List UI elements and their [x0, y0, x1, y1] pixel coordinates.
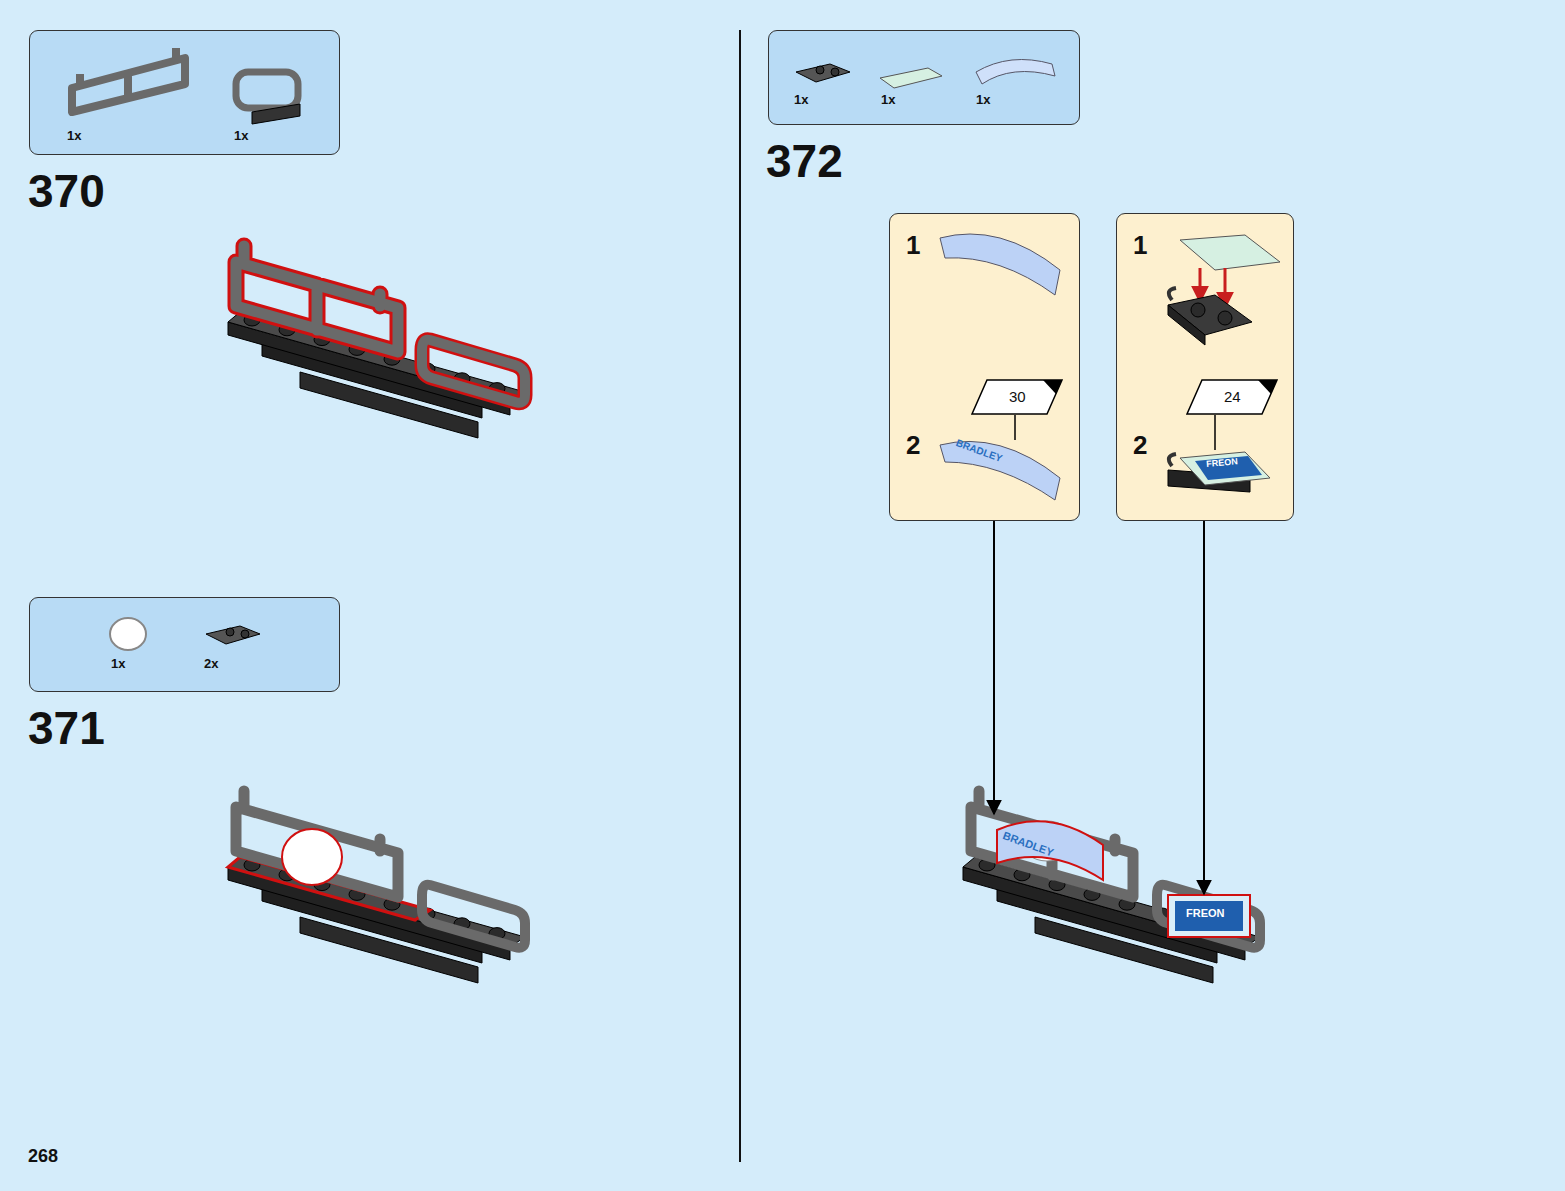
sticker-outline: [1187, 380, 1277, 414]
sub-step-b-art: [1191, 303, 1205, 317]
model-372: [963, 791, 1260, 983]
sub-step-b-art: [1203, 521, 1205, 894]
parts-icon-371: [110, 618, 146, 650]
parts-icon-371: [241, 630, 249, 638]
part-count: 1x: [881, 93, 895, 106]
parts-icon-370: [72, 48, 300, 124]
sub-step-number: 2: [906, 432, 920, 458]
model-370: [422, 340, 525, 403]
step-number: 371: [28, 705, 105, 751]
sub-step-b-art: [1180, 452, 1270, 485]
sub-step-number: 1: [1133, 232, 1147, 258]
part-count: 1x: [976, 93, 990, 106]
model-371: [228, 791, 525, 983]
sub-step-b-art: [1169, 454, 1176, 466]
parts-icon-372: [796, 64, 850, 82]
sub-step-a-art: [940, 441, 1060, 500]
sticker-number: 24: [1224, 389, 1241, 404]
model-370: [228, 312, 525, 438]
model-372: [971, 791, 1133, 897]
sub-step-b-art: [1199, 268, 1202, 302]
part-count: 1x: [67, 129, 81, 142]
model-372: [1175, 901, 1243, 931]
step-number: 372: [766, 138, 843, 184]
model-372: [963, 857, 1260, 983]
sub-step-a-art: [1014, 415, 1016, 440]
parts-icon-371: [110, 618, 260, 650]
sub-step-b-art: [1214, 415, 1216, 450]
sticker-outline: [972, 380, 1062, 414]
model-372: [1157, 885, 1260, 948]
model-371: [422, 885, 525, 948]
sticker-corner: [1258, 380, 1277, 394]
parts-icon-372: [976, 60, 1055, 85]
sub-step-number: 1: [906, 232, 920, 258]
sub-step-a-art: [940, 234, 1060, 814]
page-divider: [739, 30, 741, 1162]
parts-callout-box: 1x 2x: [29, 597, 340, 692]
model-372: [997, 821, 1103, 880]
part-count: 2x: [204, 657, 218, 670]
model-370: [228, 246, 525, 438]
sticker-number-box: 30: [971, 379, 1063, 415]
part-count: 1x: [111, 657, 125, 670]
sub-step-b-art: [1168, 235, 1280, 894]
parts-icon-372: [880, 68, 942, 88]
sub-step-number: 2: [1133, 432, 1147, 458]
page-number: 268: [28, 1147, 58, 1165]
part-count: 1x: [234, 129, 248, 142]
sub-step-b-art: [1218, 311, 1232, 325]
step-number: 370: [28, 168, 105, 214]
parts-icon-371: [206, 626, 260, 644]
part-count: 1x: [794, 93, 808, 106]
sticker-corner: [1043, 380, 1062, 394]
model-371: [228, 857, 525, 983]
parts-icon-370: [236, 72, 298, 108]
model-371: [236, 791, 398, 897]
parts-icon-371: [226, 628, 234, 636]
parts-icon-370: [252, 104, 300, 124]
model-370: [236, 246, 398, 352]
parts-icon-372: [831, 68, 839, 76]
sticker-number-box: 24: [1186, 379, 1278, 415]
sub-step-b-art: [1169, 288, 1176, 300]
sub-step-a-art: [993, 521, 995, 814]
model-370: [236, 246, 398, 352]
model-370: [422, 340, 525, 403]
parts-icon-370: [72, 48, 185, 112]
sub-step-b-art: [1180, 235, 1280, 270]
parts-icon-372: [796, 60, 1055, 89]
sub-step-a-art: [940, 234, 1060, 295]
sticker-print: FREON: [1186, 908, 1225, 919]
sub-step-b-art: [1195, 456, 1262, 480]
sticker-number: 30: [1009, 389, 1026, 404]
parts-icon-372: [816, 66, 824, 74]
model-372: [1168, 895, 1250, 937]
model-371: [282, 829, 342, 885]
